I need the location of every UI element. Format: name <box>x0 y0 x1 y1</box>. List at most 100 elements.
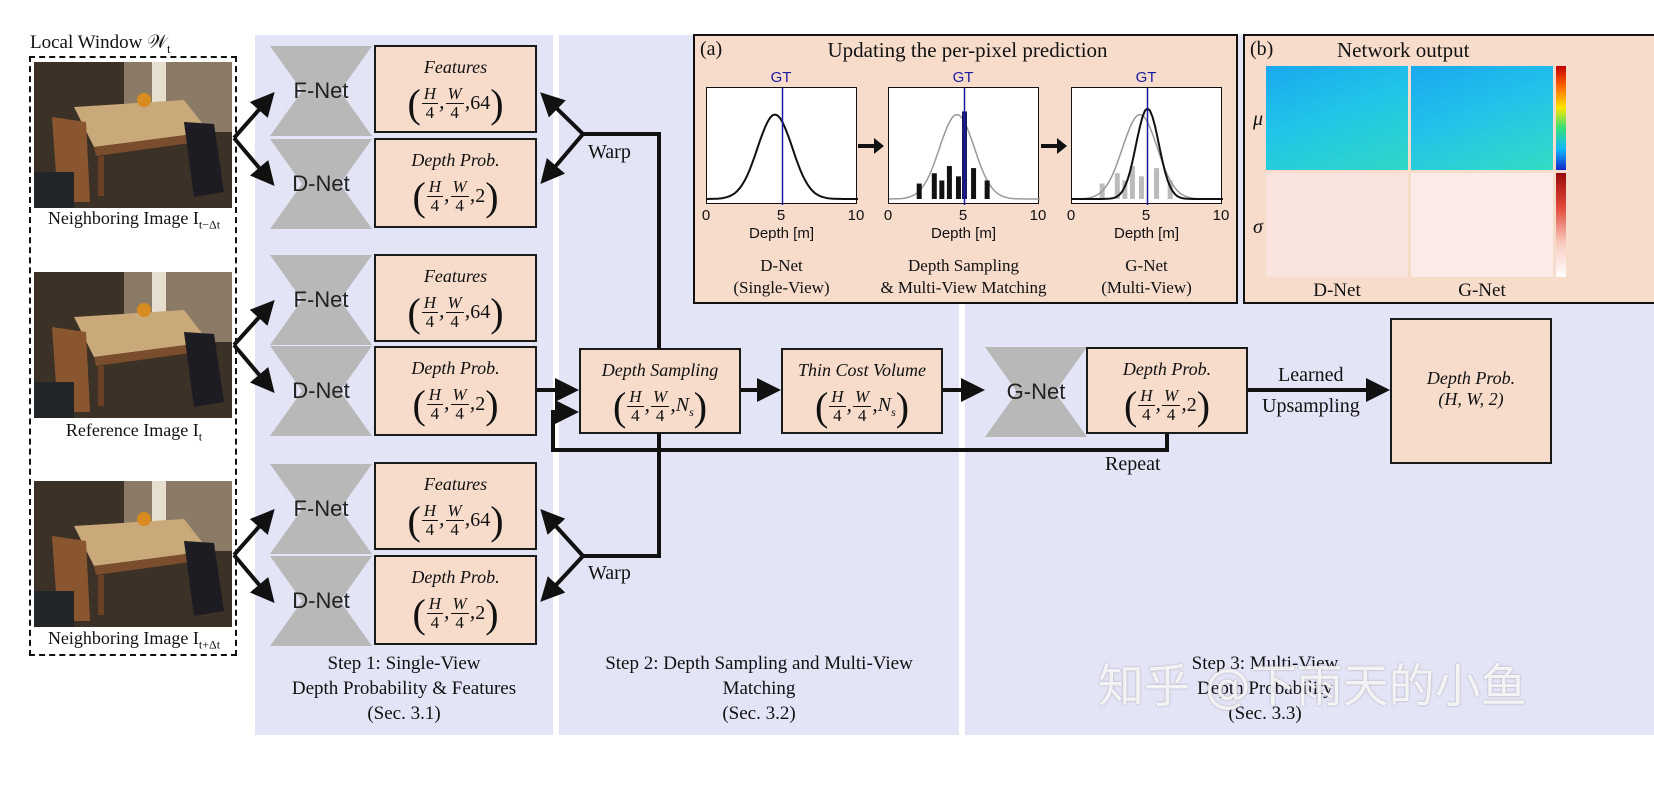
final-depth-prob-box: Depth Prob. (H, W, 2) <box>1390 318 1552 464</box>
inset-a-title: Updating the per-pixel prediction <box>827 38 1108 62</box>
sample-bar <box>946 166 952 199</box>
upsampling-label: Upsampling <box>1262 395 1360 417</box>
net-shape <box>270 464 372 554</box>
learned-label: Learned <box>1278 364 1344 386</box>
dnet-block-3: D-Net <box>270 556 372 646</box>
sample-bar <box>1122 180 1128 199</box>
fnet-block-3: F-Net <box>270 464 372 554</box>
repeat-label: Repeat <box>1105 453 1161 475</box>
tick-label: 10 <box>1029 207 1047 224</box>
local-window-frame <box>29 56 237 656</box>
inset-a-tag: (a) <box>700 38 723 60</box>
depth-prob-title: Depth Prob. <box>411 567 500 587</box>
x-axis-label: Depth [m] <box>930 225 997 242</box>
tick-label: 5 <box>1141 207 1151 224</box>
sample-bar <box>971 168 977 199</box>
plot-caption-1: G-Net <box>1125 256 1168 275</box>
net-shape <box>270 139 372 229</box>
image-label-next: Neighboring Image It+Δt <box>47 628 221 652</box>
gt-label: GT <box>770 69 792 86</box>
plot-sampling <box>888 87 1040 205</box>
sample-bar <box>931 173 937 199</box>
fnet-block-2: F-Net <box>270 255 372 345</box>
net-shape <box>270 346 372 436</box>
sample-bar <box>939 180 945 199</box>
sigma-colorbar <box>1556 173 1566 277</box>
thin-cost-volume-title: Thin Cost Volume <box>797 360 926 380</box>
sample-bar <box>955 176 961 199</box>
gt-label: GT <box>1135 69 1157 86</box>
local-window-title: Local Window 𝒲t <box>30 32 171 56</box>
plot-caption-2: & Multi-View Matching <box>880 278 1047 297</box>
net-shape <box>270 556 372 646</box>
x-axis-label: Depth [m] <box>1113 225 1180 242</box>
sigma-map-gnet <box>1411 173 1553 277</box>
dnet-block-2: D-Net <box>270 346 372 436</box>
net-label: G-Net <box>1006 379 1066 404</box>
tick-label: 0 <box>701 207 711 224</box>
plot-caption-2: (Multi-View) <box>1101 278 1192 297</box>
warp-label-bottom: Warp <box>588 562 631 584</box>
image-label-ref: Reference Image It <box>65 420 203 444</box>
mu-map-gnet <box>1411 66 1553 170</box>
gnet-block: G-Net <box>985 347 1087 437</box>
depth-prob-title: Depth Prob. <box>411 150 500 170</box>
inset-b-tag: (b) <box>1250 38 1274 60</box>
gt-label: GT <box>952 69 974 86</box>
dnet-block-1: D-Net <box>270 139 372 229</box>
plot-gnet <box>1071 87 1223 205</box>
fnet-block-1: F-Net <box>270 46 372 136</box>
col-label-dnet: D-Net <box>1313 280 1361 301</box>
sample-bar <box>1154 168 1160 199</box>
sigma-map-dnet <box>1266 173 1408 277</box>
tick-label: 0 <box>883 207 893 224</box>
plot-dnet <box>706 87 858 205</box>
x-axis-label: Depth [m] <box>748 225 815 242</box>
mu-map-dnet <box>1266 66 1408 170</box>
mu-colorbar <box>1556 66 1566 170</box>
plot-caption-2: (Single-View) <box>733 278 830 297</box>
warp-label-top: Warp <box>588 141 631 163</box>
features-title: Features <box>423 474 488 494</box>
net-label: F-Net <box>293 78 349 103</box>
col-label-gnet: G-Net <box>1458 280 1506 301</box>
tick-label: 10 <box>847 207 865 224</box>
final-depth-prob-shape: (H, W, 2) <box>1438 389 1504 409</box>
depth-sampling-title: Depth Sampling <box>601 360 719 380</box>
sample-bar <box>1129 166 1135 199</box>
tick-label: 5 <box>776 207 786 224</box>
sample-bar <box>984 180 990 199</box>
plot-caption-1: D-Net <box>760 256 803 275</box>
net-label: F-Net <box>293 496 349 521</box>
inset-b-title: Network output <box>1337 38 1470 62</box>
net-label: F-Net <box>293 287 349 312</box>
image-label-prev: Neighboring Image It−Δt <box>47 208 221 232</box>
neighboring-image-next <box>34 481 232 627</box>
flow-arrow-head <box>874 138 884 154</box>
net-shape <box>985 347 1087 437</box>
sample-bar <box>916 183 922 199</box>
reference-image <box>34 272 232 418</box>
flow-arrow-head <box>1057 138 1067 154</box>
tick-label: 10 <box>1212 207 1230 224</box>
watermark: 知乎 @下雨天的小鱼 <box>1098 659 1527 713</box>
